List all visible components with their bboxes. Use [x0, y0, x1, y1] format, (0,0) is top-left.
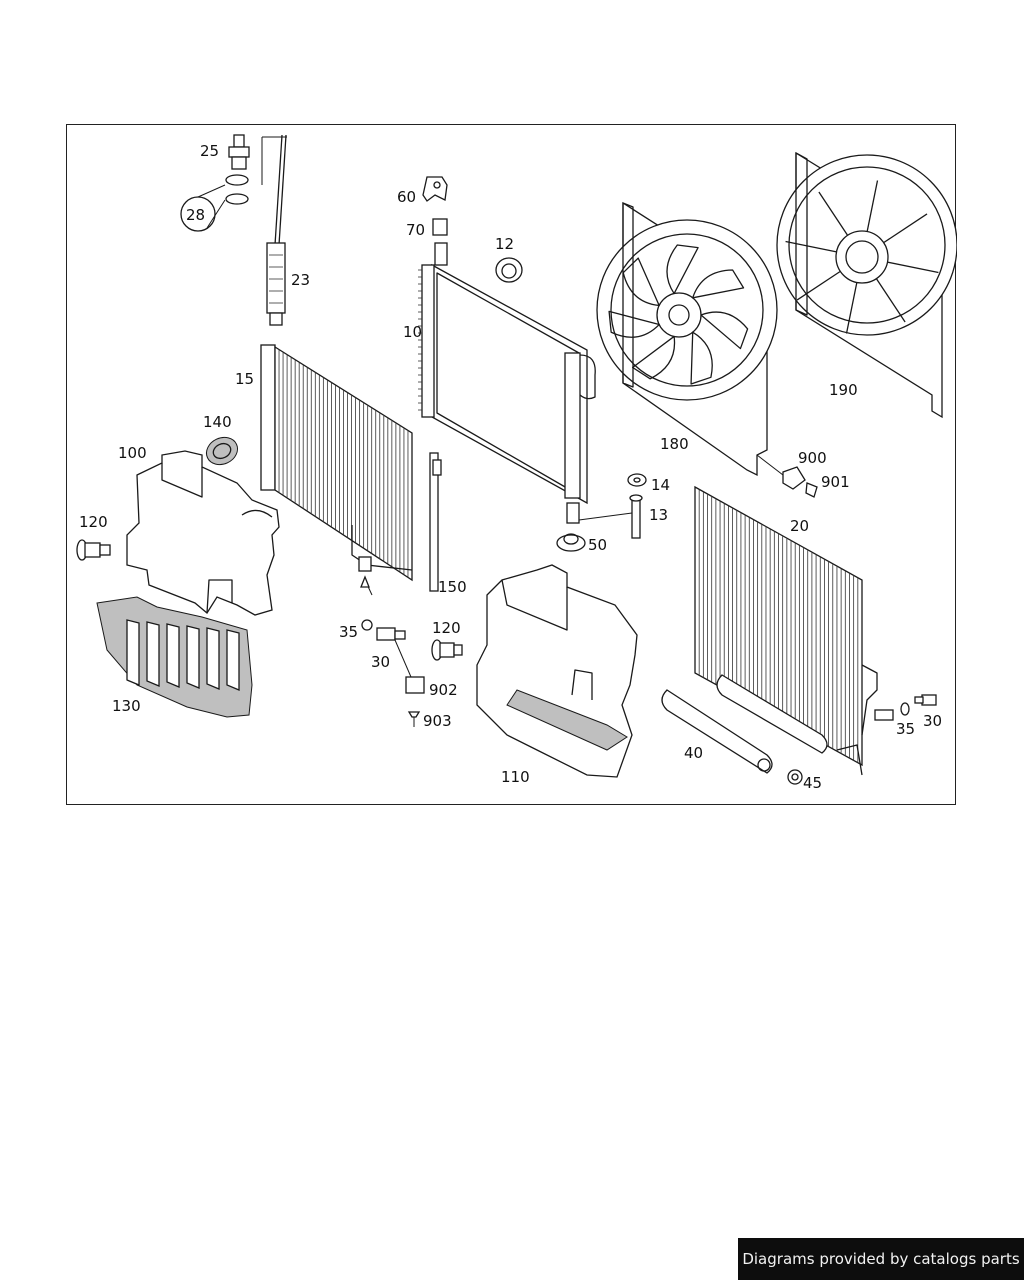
- callout-label: 902: [429, 681, 458, 699]
- deflector-slot: [186, 625, 200, 689]
- deflector-slot: [126, 619, 140, 686]
- callout-label: 140: [203, 413, 232, 431]
- callout-label: 901: [821, 473, 850, 491]
- callout-label: 190: [829, 381, 858, 399]
- deflector-slot: [226, 629, 240, 691]
- deflector-slot: [206, 627, 220, 690]
- air-duct-100: [126, 450, 280, 616]
- fan-blade: [608, 310, 660, 338]
- shroud-spoke: [785, 240, 837, 253]
- callout-label: 120: [79, 513, 108, 531]
- deflector-slot: [146, 621, 160, 687]
- fan-blade: [692, 269, 745, 299]
- pressure-switch-30-left: [360, 575, 425, 727]
- callout-label: 100: [118, 444, 147, 462]
- callout-label: 25: [200, 142, 219, 160]
- callout-label: 903: [423, 712, 452, 730]
- fitting-60: [422, 176, 448, 202]
- callout-label: 110: [501, 768, 530, 786]
- catalog-watermark: Diagrams provided by catalogs parts: [738, 1238, 1024, 1280]
- callout-label: 23: [291, 271, 310, 289]
- shroud-spoke: [845, 282, 858, 334]
- fitting-70: [432, 218, 448, 236]
- fitting-12: [495, 257, 523, 283]
- callout-label: 70: [406, 221, 425, 239]
- callout-label: 28: [186, 206, 205, 224]
- callout-label: 15: [235, 370, 254, 388]
- valve-13: [578, 494, 643, 539]
- callout-label: 40: [684, 744, 703, 762]
- shroud-spoke: [866, 180, 879, 232]
- plug-50: [556, 533, 586, 552]
- shroud-spoke: [818, 191, 849, 236]
- shroud-spoke: [883, 213, 928, 244]
- callout-label: 35: [896, 720, 915, 738]
- connector-900: [756, 454, 818, 498]
- push-rivet-120-left: [76, 539, 111, 561]
- callout-label: 13: [649, 506, 668, 524]
- bracket-150: [429, 452, 442, 592]
- callout-label: 180: [660, 435, 689, 453]
- badge-140: [205, 436, 239, 466]
- diagram-frame: 25 28 23 60 70 12 10 15 140 100 120 130 180 190 900 901…: [66, 124, 957, 805]
- cap-14: [627, 473, 647, 487]
- deflector-slot: [166, 623, 180, 688]
- callout-label: 14: [651, 476, 670, 494]
- pressure-switch-30-right: [874, 694, 937, 721]
- fan-blade: [700, 311, 749, 350]
- fan-blade: [631, 335, 676, 380]
- air-duct-110: [476, 564, 638, 778]
- callout-label: 130: [112, 697, 141, 715]
- dryer-cartridge-part: [225, 134, 287, 326]
- receiver-dryer-40: [661, 674, 828, 774]
- callout-label: 150: [438, 578, 467, 596]
- shroud-spoke: [875, 278, 906, 323]
- fan-shroud-190: [776, 151, 957, 419]
- deflector-130: [96, 596, 253, 718]
- parts-diagram: 25 28 23 60 70 12 10 15 140 100 120 130 180 190 900 901…: [76, 134, 957, 792]
- callout-label: 10: [403, 323, 422, 341]
- callout-label: 30: [371, 653, 390, 671]
- radiator-10: [418, 242, 596, 524]
- shroud-spoke: [887, 261, 939, 274]
- callout-label: 60: [397, 188, 416, 206]
- fan-blade: [666, 244, 699, 295]
- fan-blade: [690, 331, 713, 385]
- callout-label: 50: [588, 536, 607, 554]
- fan-shroud-180: [596, 201, 778, 477]
- condenser-15: [260, 344, 413, 582]
- callout-label: 20: [790, 517, 809, 535]
- callout-label: 30: [923, 712, 942, 730]
- shroud-spoke: [796, 270, 841, 301]
- callout-label: 45: [803, 774, 822, 792]
- push-rivet-120-centre: [431, 639, 463, 661]
- callout-label: 12: [495, 235, 514, 253]
- callout-label: 120: [432, 619, 461, 637]
- callout-label: 35: [339, 623, 358, 641]
- callout-label: 900: [798, 449, 827, 467]
- seal-45: [787, 769, 803, 785]
